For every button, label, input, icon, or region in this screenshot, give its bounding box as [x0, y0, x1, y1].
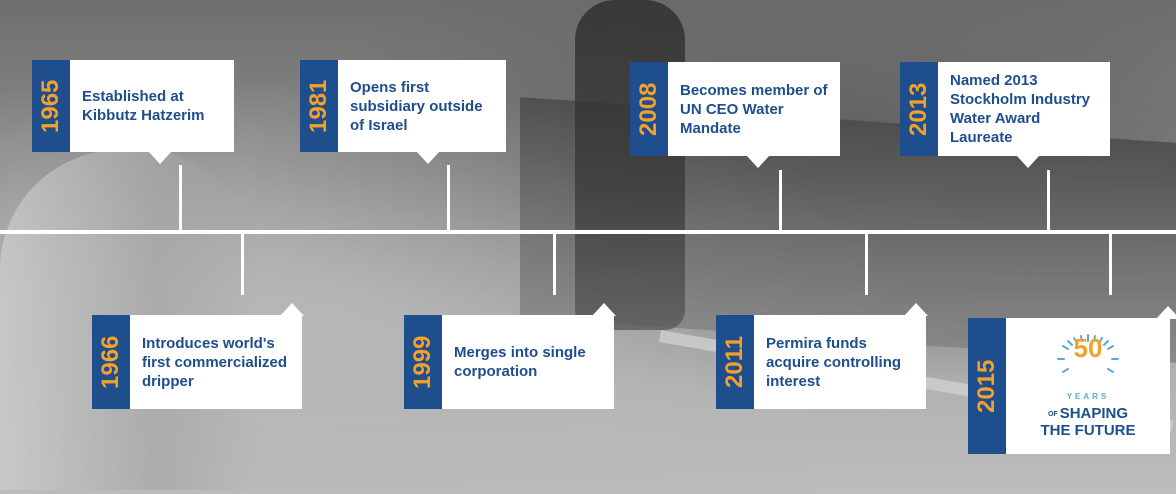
timeline-stem-2013 [1047, 170, 1050, 232]
milestone-2015: 2015 50 [968, 306, 1176, 454]
logo-line2: THE FUTURE [1040, 421, 1136, 439]
milestone-year: 1981 [300, 60, 338, 152]
milestone-text: Opens first subsidiary outside of Israel [338, 60, 506, 164]
milestone-year: 1965 [32, 60, 70, 152]
milestone-year: 2015 [968, 318, 1006, 454]
milestone-1965: 1965 Established at Kibbutz Hatzerim [32, 60, 234, 164]
milestone-1981: 1981 Opens first subsidiary outside of I… [300, 60, 506, 164]
timeline-stem-2011 [865, 232, 868, 295]
milestone-text: Becomes member of UN CEO Water Mandate [668, 62, 840, 168]
timeline-stem-2008 [779, 170, 782, 232]
logo-number: 50 [1073, 333, 1103, 364]
milestone-text: Named 2013 Stockholm Industry Water Awar… [938, 62, 1110, 168]
timeline-stem-1965 [179, 165, 182, 232]
timeline-stem-1981 [447, 165, 450, 232]
sunburst-rays [1057, 334, 1119, 374]
milestone-2008: 2008 Becomes member of UN CEO Water Mand… [630, 62, 840, 168]
milestone-year: 1999 [404, 315, 442, 409]
milestone-year: 2008 [630, 62, 668, 156]
timeline-stem-1999 [553, 232, 556, 295]
milestone-year: 2013 [900, 62, 938, 156]
milestone-text: Permira funds acquire controlling intere… [754, 303, 928, 409]
background-worker [575, 0, 685, 330]
milestone-2013: 2013 Named 2013 Stockholm Industry Water… [900, 62, 1110, 168]
logo-years: YEARS [1066, 392, 1110, 402]
logo-of: OF [1047, 410, 1058, 418]
milestone-year: 1966 [92, 315, 130, 409]
timeline-stem-1966 [241, 232, 244, 295]
timeline-stem-2015 [1109, 232, 1112, 295]
milestone-text: Introduces world's first commercialized … [130, 303, 304, 409]
milestone-text: Established at Kibbutz Hatzerim [70, 60, 234, 164]
logo-shaping: SHAPING [1059, 405, 1129, 423]
milestone-1999: 1999 Merges into single corporation [404, 303, 616, 409]
milestone-year: 2011 [716, 315, 754, 409]
milestone-1966: 1966 Introduces world's first commercial… [92, 303, 304, 409]
milestone-2011: 2011 Permira funds acquire controlling i… [716, 303, 928, 409]
timeline-axis [0, 230, 1176, 234]
sunburst-icon: 50 [1050, 333, 1126, 385]
milestone-text: Merges into single corporation [442, 303, 616, 409]
